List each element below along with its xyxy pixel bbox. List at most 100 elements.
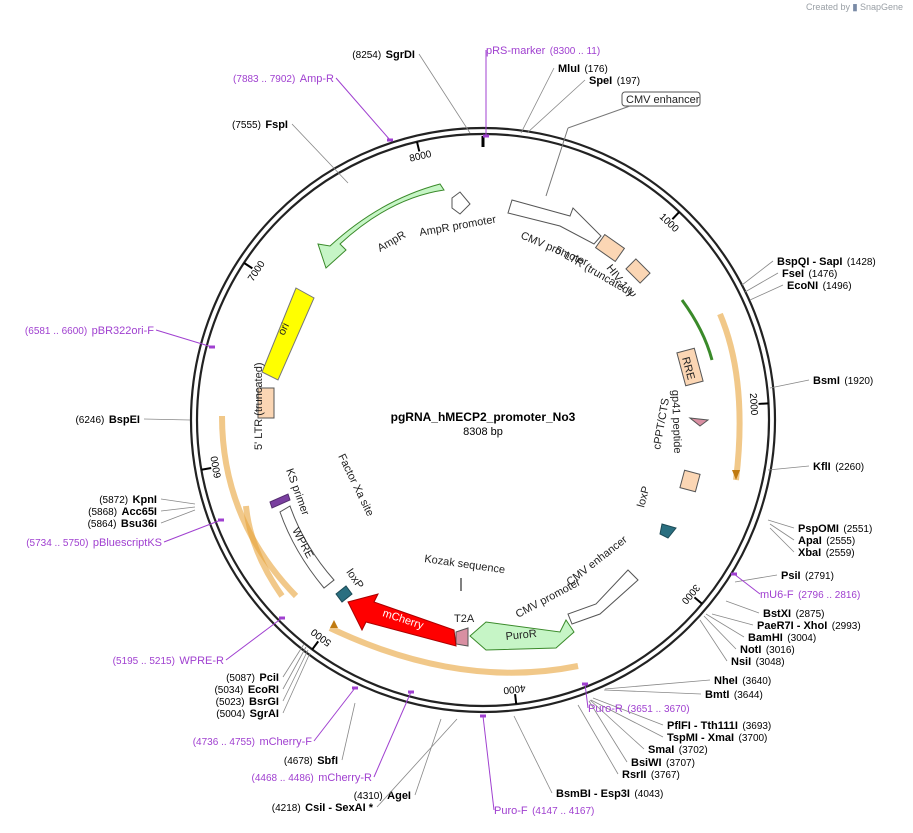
restriction-site-35[interactable]: (5872) KpnI bbox=[99, 490, 157, 507]
loxp-marker-left[interactable] bbox=[335, 585, 353, 603]
cmv-enhancer-2-arrow[interactable] bbox=[567, 569, 639, 625]
restriction-site-7[interactable]: BsmI (1920) bbox=[813, 371, 873, 388]
primer-name: pRS-marker bbox=[486, 45, 546, 57]
primer-0[interactable]: pRS-marker (8300 .. 11) bbox=[486, 41, 600, 58]
primer-7[interactable]: Puro-F (4147 .. 4167) bbox=[494, 801, 594, 818]
restriction-site-8[interactable]: KflI (2260) bbox=[813, 457, 864, 474]
restriction-site-31[interactable]: (5034) EcoRI bbox=[214, 680, 279, 697]
primer-5[interactable]: (4736 .. 4755) mCherry-F bbox=[193, 732, 313, 749]
site-leader-8 bbox=[767, 465, 810, 471]
restriction-site-3[interactable]: (7555) FspI bbox=[232, 115, 288, 132]
restriction-site-name: AgeI bbox=[387, 790, 411, 802]
restriction-site-18[interactable]: NheI (3640) bbox=[714, 671, 771, 688]
primer-2[interactable]: (6581 .. 6600) pBR322ori-F bbox=[25, 321, 154, 338]
restriction-site-33[interactable]: (5864) Bsu36I bbox=[88, 514, 157, 531]
restriction-site-pos: (2555) bbox=[826, 536, 855, 547]
restriction-site-10[interactable]: ApaI (2555) bbox=[798, 531, 855, 548]
restriction-site-29[interactable]: (5004) SgrAI bbox=[216, 704, 279, 721]
restriction-site-name: BamHI bbox=[748, 632, 783, 644]
ampr-promoter-arrow[interactable] bbox=[451, 191, 471, 215]
feature-label-ampr: AmpR bbox=[376, 229, 409, 255]
orange-feature-bottom[interactable] bbox=[328, 625, 579, 676]
restriction-site-12[interactable]: PsiI (2791) bbox=[781, 566, 834, 583]
primer-8[interactable]: Puro-R (3651 .. 3670) bbox=[588, 699, 690, 716]
site-leader-2 bbox=[526, 79, 586, 134]
loxp-marker-right[interactable] bbox=[659, 523, 677, 539]
restriction-site-15[interactable]: BamHI (3004) bbox=[748, 628, 816, 645]
ampr-arrow[interactable] bbox=[317, 183, 445, 269]
restriction-site-23[interactable]: BsiWI (3707) bbox=[631, 753, 695, 770]
orange-feature-left-2[interactable] bbox=[243, 505, 285, 598]
restriction-site-5[interactable]: FseI (1476) bbox=[782, 264, 837, 281]
restriction-site-11[interactable]: XbaI (2559) bbox=[798, 543, 855, 560]
restriction-site-34[interactable]: (5868) Acc65I bbox=[88, 502, 157, 519]
restriction-site-name: FspI bbox=[265, 119, 288, 131]
primer-9[interactable]: mU6-F (2796 .. 2816) bbox=[760, 585, 860, 602]
orange-feature-right[interactable] bbox=[717, 312, 743, 481]
cmv-promoter-arrow[interactable] bbox=[507, 199, 602, 245]
restriction-site-pos: (176) bbox=[584, 64, 607, 75]
puror-arrow[interactable] bbox=[469, 619, 575, 651]
restriction-site-36[interactable]: (6246) BspEI bbox=[75, 410, 140, 427]
restriction-site-13[interactable]: BstXI (2875) bbox=[763, 604, 824, 621]
restriction-site-19[interactable]: BmtI (3644) bbox=[705, 685, 763, 702]
restriction-site-pos: (1476) bbox=[808, 269, 837, 280]
restriction-site-16[interactable]: NotI (3016) bbox=[740, 640, 795, 657]
cppt-cts-box[interactable] bbox=[679, 469, 701, 493]
orange-bottom-arrowhead bbox=[330, 620, 338, 628]
restriction-site-28[interactable]: (4678) SbfI bbox=[284, 751, 338, 768]
primer-range: (7883 .. 7902) bbox=[233, 74, 295, 85]
restriction-site-17[interactable]: NsiI (3048) bbox=[731, 652, 785, 669]
site-leader-33 bbox=[160, 509, 196, 524]
restriction-site-4[interactable]: BspQI - SapI (1428) bbox=[777, 252, 876, 269]
restriction-site-pos: (3016) bbox=[766, 645, 795, 656]
restriction-site-6[interactable]: EcoNI (1496) bbox=[787, 276, 852, 293]
ks-primer-marker[interactable] bbox=[269, 493, 291, 509]
rre-box[interactable] bbox=[676, 347, 704, 387]
mcherry-arrow[interactable] bbox=[347, 593, 457, 647]
restriction-site-name: SmaI bbox=[648, 744, 674, 756]
restriction-site-24[interactable]: RsrII (3767) bbox=[622, 765, 680, 782]
restriction-site-pos: (3048) bbox=[756, 657, 785, 668]
primer-1[interactable]: (7883 .. 7902) Amp-R bbox=[233, 69, 334, 86]
restriction-site-14[interactable]: PaeR7I - XhoI (2993) bbox=[757, 616, 861, 633]
restriction-site-9[interactable]: PspOMI (2551) bbox=[798, 519, 872, 536]
restriction-site-22[interactable]: SmaI (3702) bbox=[648, 740, 708, 757]
restriction-site-20[interactable]: PflFI - Tth111I (3693) bbox=[667, 716, 771, 733]
restriction-site-32[interactable]: (5087) PciI bbox=[226, 668, 279, 685]
restriction-site-pos: (2791) bbox=[805, 571, 834, 582]
restriction-site-1[interactable]: MluI (176) bbox=[558, 59, 608, 76]
primer-3[interactable]: (5734 .. 5750) pBluescriptKS bbox=[26, 533, 162, 550]
ltr-5-left[interactable] bbox=[257, 387, 275, 419]
ori-feature[interactable] bbox=[261, 287, 315, 381]
primer-site-mark-5 bbox=[352, 686, 358, 690]
restriction-site-pos: (1920) bbox=[844, 376, 873, 387]
orange-feature-left-1[interactable] bbox=[219, 415, 299, 599]
hiv-psi-box[interactable] bbox=[625, 258, 651, 284]
site-leader-19 bbox=[603, 689, 702, 695]
feature-layer bbox=[219, 183, 743, 676]
primer-4[interactable]: (5195 .. 5215) WPRE-R bbox=[113, 651, 224, 668]
primer-site-mark-7 bbox=[480, 714, 486, 718]
wpre-arc[interactable] bbox=[279, 505, 335, 589]
primer-name: Puro-F bbox=[494, 805, 528, 817]
restriction-site-2[interactable]: SpeI (197) bbox=[589, 71, 640, 88]
restriction-site-21[interactable]: TspMI - XmaI (3700) bbox=[667, 728, 767, 745]
restriction-site-pos: (3640) bbox=[742, 676, 771, 687]
restriction-site-26[interactable]: (4310) AgeI bbox=[354, 786, 411, 803]
cmv-enhancer-callout-line bbox=[545, 105, 631, 197]
primer-site-mark-2 bbox=[209, 345, 215, 349]
t2a-marker[interactable] bbox=[455, 627, 469, 647]
tick-mark-3000 bbox=[693, 596, 703, 605]
tick-mark-4000 bbox=[514, 694, 518, 705]
restriction-site-0[interactable]: (8254) SgrDI bbox=[352, 45, 415, 62]
primer-range: (8300 .. 11) bbox=[550, 46, 600, 57]
restriction-site-pos: (4043) bbox=[634, 789, 663, 800]
tick-label-6000: 6000 bbox=[209, 455, 224, 479]
restriction-site-30[interactable]: (5023) BsrGI bbox=[216, 692, 279, 709]
primer-6[interactable]: (4468 .. 4486) mCherry-R bbox=[252, 768, 373, 785]
restriction-site-25[interactable]: BsmBI - Esp3I (4043) bbox=[556, 784, 663, 801]
gp41-peptide-marker[interactable] bbox=[688, 417, 710, 427]
restriction-site-27[interactable]: (4218) CsiI - SexAI * bbox=[272, 798, 374, 815]
ltr-5-top[interactable] bbox=[594, 233, 626, 263]
